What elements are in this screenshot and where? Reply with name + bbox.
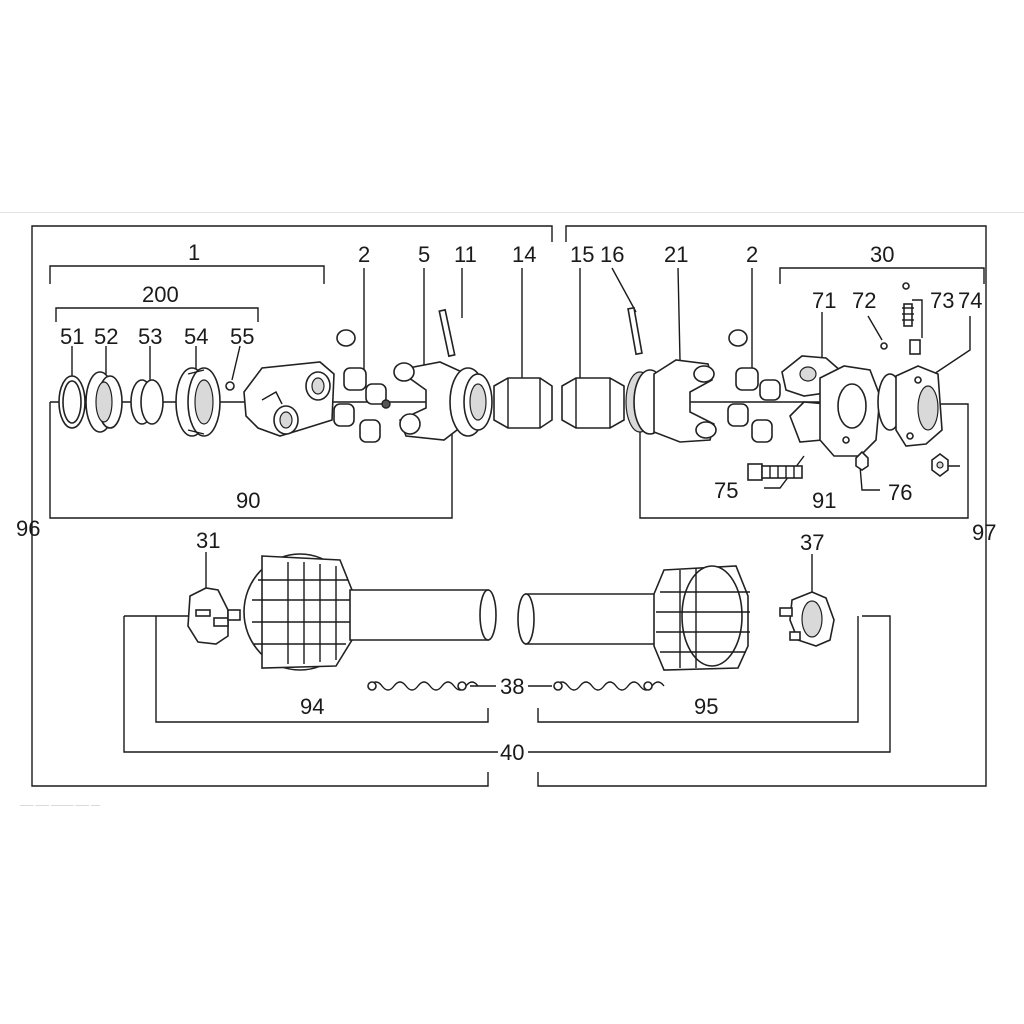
- label-38: 38: [500, 674, 524, 699]
- pin-11: [438, 308, 456, 358]
- label-31: 31: [196, 528, 220, 553]
- hub-74: [877, 365, 943, 447]
- label-14: 14: [512, 242, 536, 267]
- chain-38-right: [553, 681, 665, 691]
- yoke-1: [243, 361, 335, 437]
- guard-bearing-37: [779, 591, 835, 647]
- bracket-lines: [31, 225, 987, 787]
- yoke-21: [625, 359, 717, 443]
- label-200: 200: [142, 282, 179, 307]
- label-72: 72: [852, 288, 876, 313]
- label-54: 54: [184, 324, 208, 349]
- ring-51: [58, 375, 86, 429]
- label-71: 71: [812, 288, 836, 313]
- guard-cone-left: [243, 553, 357, 671]
- label-96: 96: [16, 516, 40, 541]
- label-94: 94: [300, 694, 324, 719]
- grease-nipple-55: [225, 381, 235, 391]
- label-21: 21: [664, 242, 688, 267]
- footer-faint-text: ___ ___ _____ ___ __: [19, 797, 101, 806]
- label-11: 11: [454, 242, 477, 267]
- label-90: 90: [236, 488, 260, 513]
- pin-16: [627, 306, 643, 356]
- grease-nipple-72: [880, 342, 888, 350]
- snap-ring-53: [130, 379, 164, 425]
- bearing-ring-52: [85, 371, 123, 433]
- shield-ring-54: [175, 367, 221, 437]
- page-divider: [0, 212, 1024, 213]
- part-labels: 1 200 51 52 53 54 55 2 5 11 14 15 16 21 …: [16, 240, 996, 806]
- label-52: 52: [94, 324, 118, 349]
- label-30: 30: [870, 242, 894, 267]
- label-73: 73: [930, 288, 954, 313]
- label-15: 15: [570, 242, 594, 267]
- label-75: 75: [714, 478, 738, 503]
- label-2-left: 2: [358, 242, 370, 267]
- chain-38-left: [367, 681, 479, 691]
- label-53: 53: [138, 324, 162, 349]
- spring-73: [902, 282, 921, 355]
- label-55: 55: [230, 324, 254, 349]
- nut-76: [855, 450, 949, 477]
- label-16: 16: [600, 242, 624, 267]
- label-40: 40: [500, 740, 524, 765]
- label-5: 5: [418, 242, 430, 267]
- label-2-right: 2: [746, 242, 758, 267]
- cross-joint-2-right: [727, 329, 781, 443]
- guard-tube-left: [349, 589, 497, 641]
- guard-bearing-31: [187, 587, 241, 645]
- label-95: 95: [694, 694, 718, 719]
- bolt-75: [747, 463, 803, 481]
- label-1: 1: [188, 240, 200, 265]
- blank-top-area: [0, 0, 1024, 212]
- guard-cone-right: [653, 565, 750, 671]
- inner-tube-14: [493, 377, 553, 429]
- label-91: 91: [812, 488, 836, 513]
- label-97: 97: [972, 520, 996, 545]
- label-74: 74: [958, 288, 982, 313]
- outer-tube-15: [561, 377, 625, 429]
- cross-joint-2-left: [333, 329, 391, 443]
- yoke-5: [393, 361, 493, 441]
- label-76: 76: [888, 480, 912, 505]
- label-51: 51: [60, 324, 84, 349]
- flange-30: [819, 365, 881, 457]
- label-37: 37: [800, 530, 824, 555]
- guard-tube-right: [517, 593, 661, 645]
